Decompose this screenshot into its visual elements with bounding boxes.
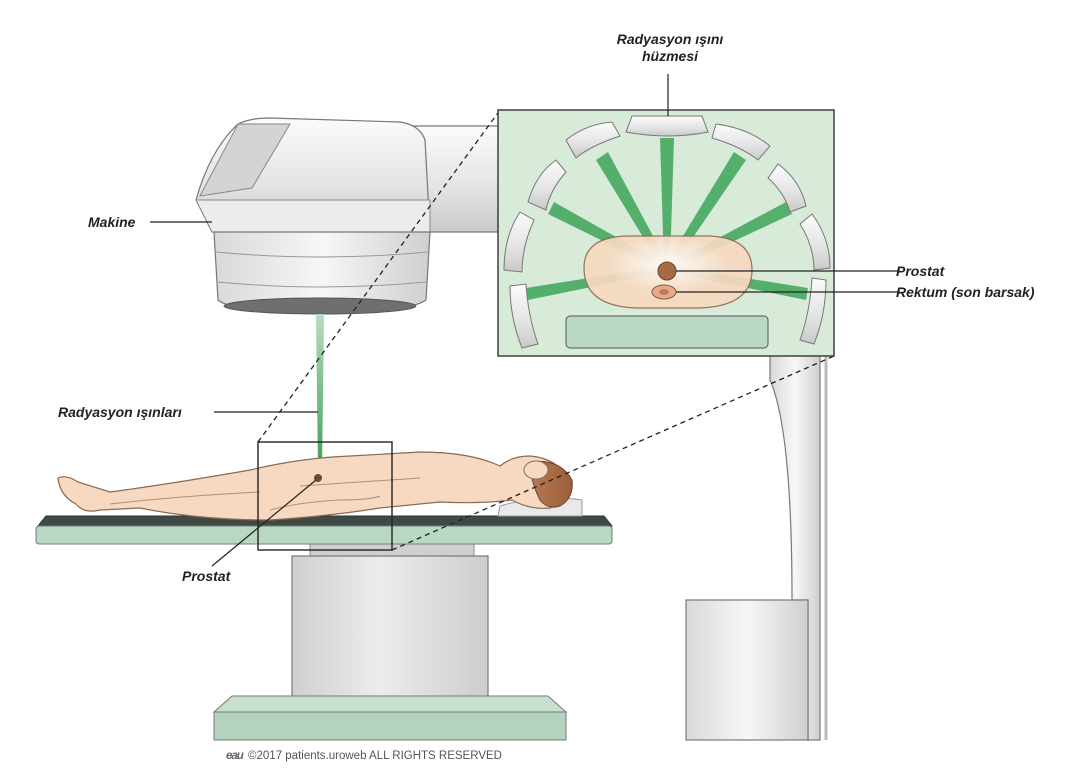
beam-bundle-label-line2: hüzmesi [641,48,698,64]
copyright-text: ©2017 patients.uroweb ALL RIGHTS RESERVE… [248,750,502,762]
beam-bundle-label-line1: Radyasyon ışını [616,31,724,47]
copyright-footer: eau ©2017 patients.uroweb ALL RIGHTS RES… [226,750,502,762]
beam-sources [503,115,831,349]
prostate-inset-label: Prostat [896,263,945,279]
radiation-beam [314,314,326,476]
radiation-rays-label: Radyasyon ışınları [58,404,182,420]
rectum-label: Rektum (son barsak) [896,284,1035,300]
eau-logo: eau [226,750,244,762]
inset-panel [497,109,835,357]
machine-label: Makine [88,214,136,230]
patient-figure [57,451,573,521]
machine [195,117,501,315]
beam-bundle-label: Radyasyon ışını hüzmesi [610,31,730,65]
gantry-stand [685,351,835,741]
prostate-body-label: Prostat [182,568,231,584]
treatment-couch [35,497,614,741]
zoom-indicator [257,109,835,551]
leader-lines [150,74,900,567]
